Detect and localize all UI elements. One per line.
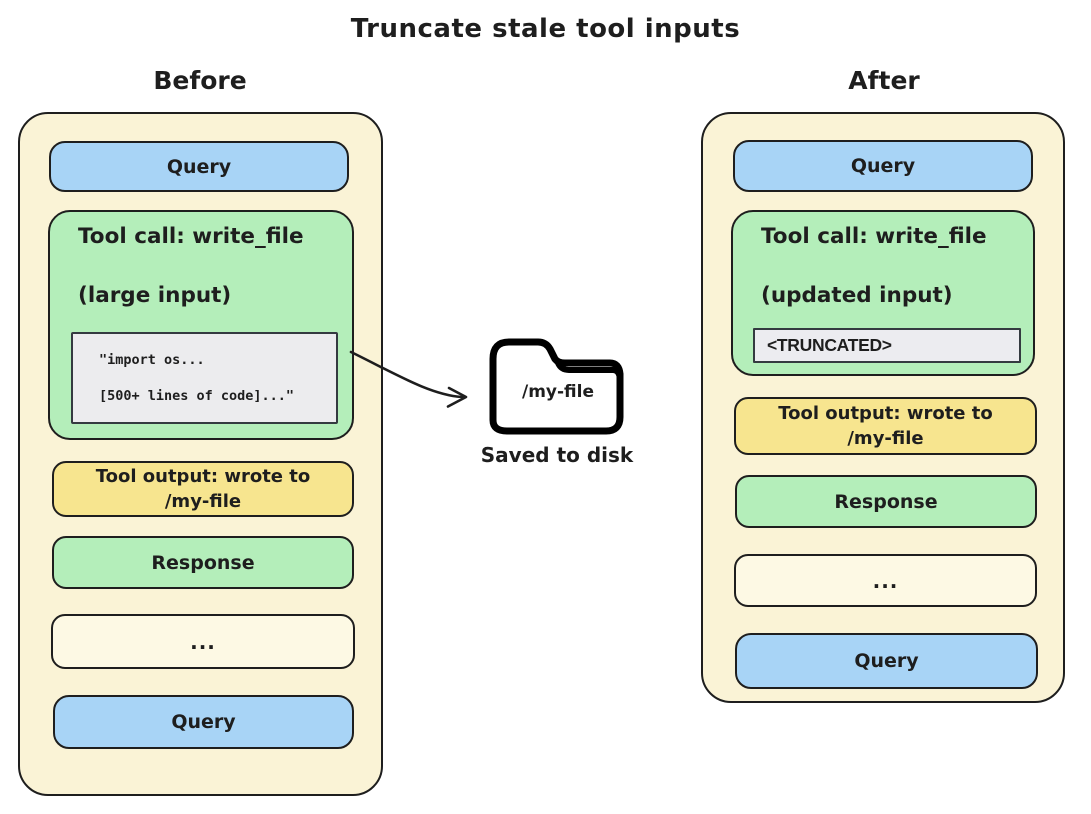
before-tool-call-box: Tool call: write_file (large input) "imp… bbox=[48, 210, 354, 440]
tool-call-title: Tool call: write_file bbox=[78, 224, 304, 249]
after-query-bottom-box: Query bbox=[735, 633, 1038, 689]
after-tool-call-box: Tool call: write_file (updated input) <T… bbox=[731, 210, 1035, 376]
code-line: [500+ lines of code]..." bbox=[99, 388, 295, 404]
after-response-box: Response bbox=[735, 475, 1037, 528]
folder-icon bbox=[489, 338, 624, 435]
before-response-box: Response bbox=[52, 536, 354, 589]
before-query-top-box: Query bbox=[49, 141, 349, 192]
before-query-bottom-box: Query bbox=[53, 695, 354, 749]
saved-to-disk-caption: Saved to disk bbox=[480, 443, 634, 467]
before-label: Before bbox=[153, 66, 247, 95]
tool-output-line: Tool output: wrote to bbox=[778, 403, 993, 424]
before-tool-output-box: Tool output: wrote to /my-file bbox=[52, 461, 354, 517]
tool-output-line: Tool output: wrote to bbox=[95, 466, 311, 487]
after-panel: Query Tool call: write_file (updated inp… bbox=[701, 112, 1065, 703]
code-snippet-box: "import os... [500+ lines of code]..." bbox=[71, 332, 338, 424]
before-panel: Query Tool call: write_file (large input… bbox=[18, 112, 383, 796]
after-query-top-box: Query bbox=[733, 140, 1033, 192]
folder-label: /my-file bbox=[521, 382, 595, 402]
diagram-title: Truncate stale tool inputs bbox=[350, 14, 741, 44]
code-line: "import os... bbox=[99, 352, 205, 368]
after-label: After bbox=[848, 66, 920, 95]
ellipsis-text: ... bbox=[190, 629, 216, 654]
tool-call-title: Tool call: write_file bbox=[761, 224, 987, 249]
after-ellipsis-box: ... bbox=[734, 554, 1037, 607]
tool-call-subtitle: (updated input) bbox=[761, 283, 953, 308]
tool-call-subtitle: (large input) bbox=[78, 283, 232, 308]
after-tool-output-box: Tool output: wrote to /my-file bbox=[734, 397, 1037, 455]
before-ellipsis-box: ... bbox=[51, 614, 355, 669]
tool-output-line: /my-file bbox=[164, 491, 242, 512]
truncated-input-box: <TRUNCATED> bbox=[753, 328, 1021, 363]
tool-output-line: /my-file bbox=[847, 428, 924, 449]
ellipsis-text: ... bbox=[872, 568, 899, 593]
